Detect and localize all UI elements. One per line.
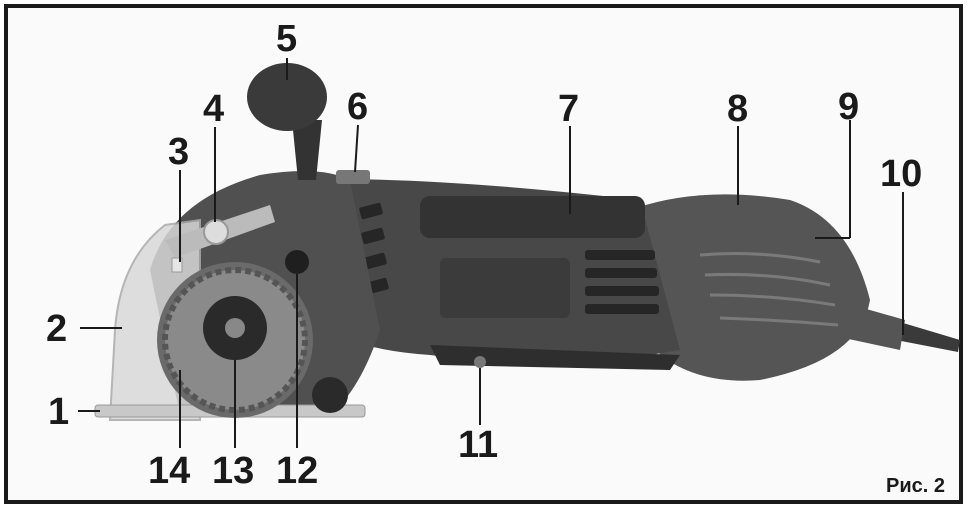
guide-roller: [312, 377, 348, 413]
label-5: 5: [276, 18, 298, 60]
leader-lines: [78, 58, 904, 448]
motor-housing: [630, 194, 870, 381]
label-7: 7: [558, 88, 580, 130]
handle-grip-top: [420, 196, 645, 238]
aux-handle-knob: [247, 63, 327, 131]
label-1: 1: [48, 391, 70, 433]
label-13: 13: [212, 450, 255, 492]
guard-screw: [285, 250, 309, 274]
label-9: 9: [838, 86, 860, 128]
label-8: 8: [727, 88, 749, 130]
label-3: 3: [168, 131, 190, 173]
label-2: 2: [46, 308, 68, 350]
label-11: 11: [458, 424, 499, 466]
spindle-lock-button: [474, 356, 486, 368]
depth-adjust-knob: [203, 219, 229, 245]
housing-ribs: [699, 252, 839, 327]
label-10: 10: [880, 153, 923, 195]
label-4: 4: [203, 88, 225, 130]
label-6: 6: [347, 86, 369, 128]
label-14: 14: [148, 450, 191, 492]
lower-grip: [430, 345, 680, 370]
aux-handle-stem: [292, 120, 322, 180]
flange-bolt: [225, 318, 245, 338]
depth-lock-lever: [171, 257, 183, 273]
label-12: 12: [276, 450, 319, 492]
handle-recess: [440, 258, 570, 318]
figure-caption: Рис. 2: [886, 475, 945, 497]
power-switch: [336, 170, 370, 184]
